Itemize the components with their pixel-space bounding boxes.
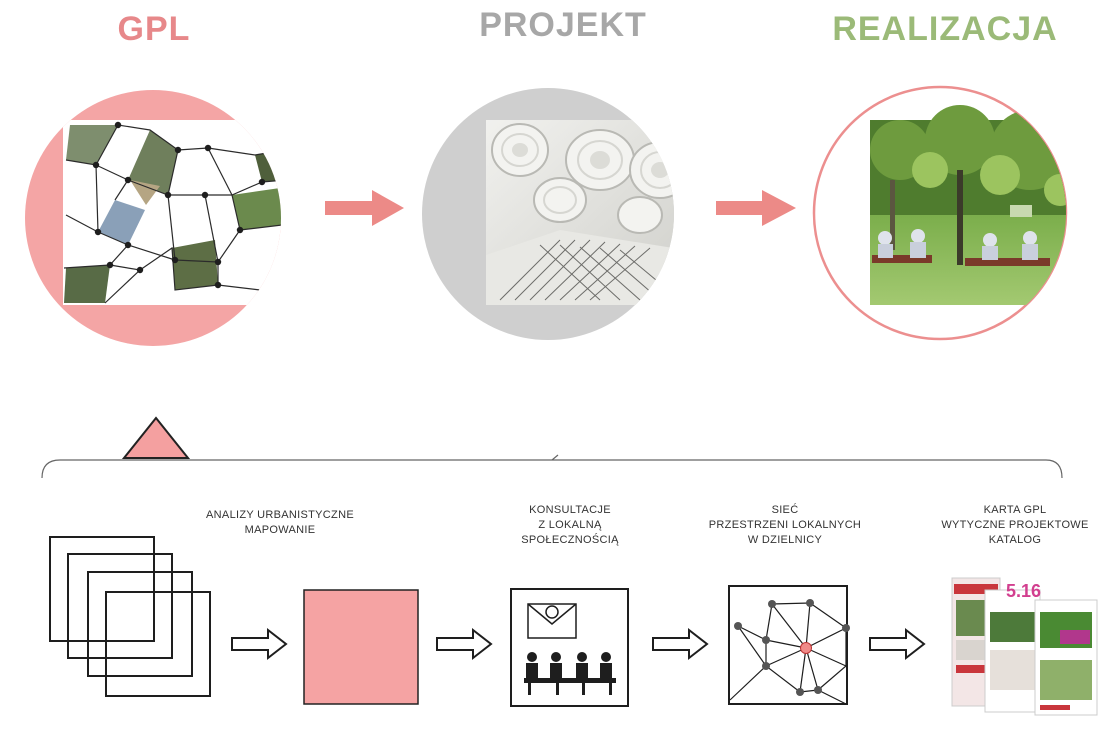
arrow-right-icon [231, 627, 288, 661]
caption-line: SIEĆ [771, 504, 799, 516]
bracket [41, 454, 1063, 479]
caption-line: KARTA GPL [983, 504, 1047, 516]
rolled-plans-photo [486, 120, 674, 305]
catalog-badge: 5.16 [1006, 581, 1041, 601]
caption-line: KATALOG [988, 534, 1042, 546]
gpl-circle [25, 90, 281, 346]
caption-siec: SIEĆ PRZESTRZENI LOKALNYCH W DZIELNICY [690, 503, 880, 548]
arrow-right-icon [716, 190, 796, 226]
caption-karta: KARTA GPL WYTYCZNE PROJEKTOWE KATALOG [930, 503, 1100, 548]
stacked-frames-icon [49, 536, 211, 697]
catalog-pages-icon [951, 577, 1098, 716]
caption-konsultacje: KONSULTACJE Z LOKALNĄ SPOŁECZNOŚCIĄ [490, 503, 650, 548]
triangle-marker-icon [121, 416, 191, 459]
caption-line: SPOŁECZNOŚCIĄ [521, 534, 619, 546]
arrow-right-icon [436, 627, 493, 661]
projekt-circle [422, 88, 674, 340]
arrow-right-icon [869, 627, 926, 661]
caption-line: PRZESTRZENI LOKALNYCH [708, 519, 862, 531]
caption-line: W DZIELNICY [747, 534, 823, 546]
email-meeting-icon [510, 588, 629, 707]
realizacja-circle [812, 85, 1068, 341]
arrow-right-icon [652, 627, 709, 661]
pink-square-icon [303, 589, 419, 705]
caption-line: Z LOKALNĄ [538, 519, 602, 531]
network-map-icon [728, 585, 850, 705]
network-photo-collage [63, 120, 281, 305]
caption-line: WYTYCZNE PROJEKTOWE [941, 519, 1089, 531]
caption-line: MAPOWANIE [244, 524, 316, 536]
arrow-right-icon [325, 190, 404, 226]
caption-analizy: ANALIZY URBANISTYCZNE MAPOWANIE [180, 508, 380, 538]
stage-title-projekt: PROJEKT [479, 6, 647, 44]
park-photo [870, 105, 1066, 305]
stage-title-gpl: GPL [117, 10, 191, 48]
caption-line: ANALIZY URBANISTYCZNE [206, 509, 354, 521]
caption-line: KONSULTACJE [529, 504, 611, 516]
stage-title-realizacja: REALIZACJA [832, 10, 1058, 48]
